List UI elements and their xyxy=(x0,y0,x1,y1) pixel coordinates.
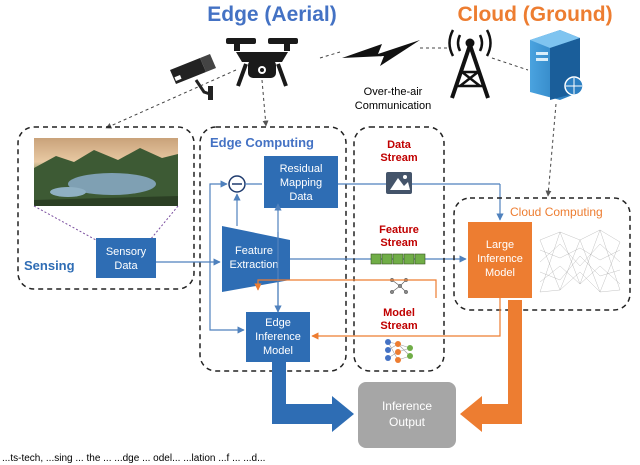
drone-icon xyxy=(226,38,298,87)
large-model-line1: Large xyxy=(486,239,514,251)
model-stream-line1: Model xyxy=(383,307,415,319)
output-line1: Inference xyxy=(382,399,432,413)
large-network-icon xyxy=(539,229,621,293)
cloud-ground-title: Cloud (Ground) xyxy=(457,3,612,26)
feature-line2: Extraction xyxy=(230,259,279,271)
residual-mapping-box xyxy=(264,156,338,208)
figure-caption: ...ts-tech, ...sing ... the ... ...dge .… xyxy=(2,453,265,464)
edge-aerial-title: Edge (Aerial) xyxy=(207,3,337,26)
edge-inference-box xyxy=(246,312,310,362)
sensory-data-line1: Sensory xyxy=(106,246,147,258)
drone-to-edge-link xyxy=(261,79,269,127)
streams-panel xyxy=(353,126,445,372)
drone-to-air-link xyxy=(319,51,341,59)
cloud-computing-title: Cloud Computing xyxy=(510,205,603,219)
feature-extraction-box xyxy=(222,226,290,292)
lightning-bolt-icon xyxy=(342,40,420,66)
inference-output-box xyxy=(358,382,456,448)
cloud-computing-panel xyxy=(453,197,631,311)
server-to-cloud-link xyxy=(545,103,557,197)
cloud-to-output-arrow xyxy=(460,300,522,432)
feature-stream-line1: Feature xyxy=(379,224,419,236)
edge-inference-line1: Edge xyxy=(265,317,291,329)
tower-to-server-link xyxy=(491,57,529,71)
model-stream-line2: Stream xyxy=(380,320,418,332)
data-stream-line1: Data xyxy=(387,139,412,151)
landscape-photo xyxy=(34,138,178,206)
small-network-icon xyxy=(390,278,408,294)
feature-stream-line2: Stream xyxy=(380,237,418,249)
link-label-line1: Over-the-air xyxy=(364,86,423,98)
residual-line1: Residual xyxy=(280,163,323,175)
edge-inference-line3: Model xyxy=(263,345,293,357)
sensory-data-box xyxy=(96,238,156,278)
server-icon xyxy=(530,30,584,100)
residual-line2: Mapping xyxy=(280,177,322,189)
cell-tower-icon xyxy=(448,29,492,99)
drone-to-sensing-link xyxy=(105,69,237,129)
feature-blocks-icon xyxy=(370,253,426,265)
large-model-line3: Model xyxy=(485,267,515,279)
residual-line3: Data xyxy=(289,191,313,203)
large-inference-box xyxy=(468,222,532,298)
photo-zoom-line-left xyxy=(33,205,97,241)
photo-zoom-line-right xyxy=(149,205,179,241)
camera-icon xyxy=(170,54,216,100)
sensing-panel xyxy=(17,126,195,290)
edge-computing-title: Edge Computing xyxy=(210,135,314,150)
output-line2: Output xyxy=(389,415,426,429)
large-model-line2: Inference xyxy=(477,253,523,265)
link-label-line2: Communication xyxy=(355,100,431,112)
cloud-return-arrows xyxy=(254,279,501,340)
sensory-data-line2: Data xyxy=(114,260,138,272)
image-data-icon xyxy=(386,172,412,194)
data-stream-line2: Stream xyxy=(380,152,418,164)
sensing-label: Sensing xyxy=(24,258,75,273)
edge-to-output-arrow xyxy=(272,362,354,432)
edge-inference-line2: Inference xyxy=(255,331,301,343)
neural-network-icon xyxy=(385,339,413,363)
feature-line1: Feature xyxy=(235,245,273,257)
